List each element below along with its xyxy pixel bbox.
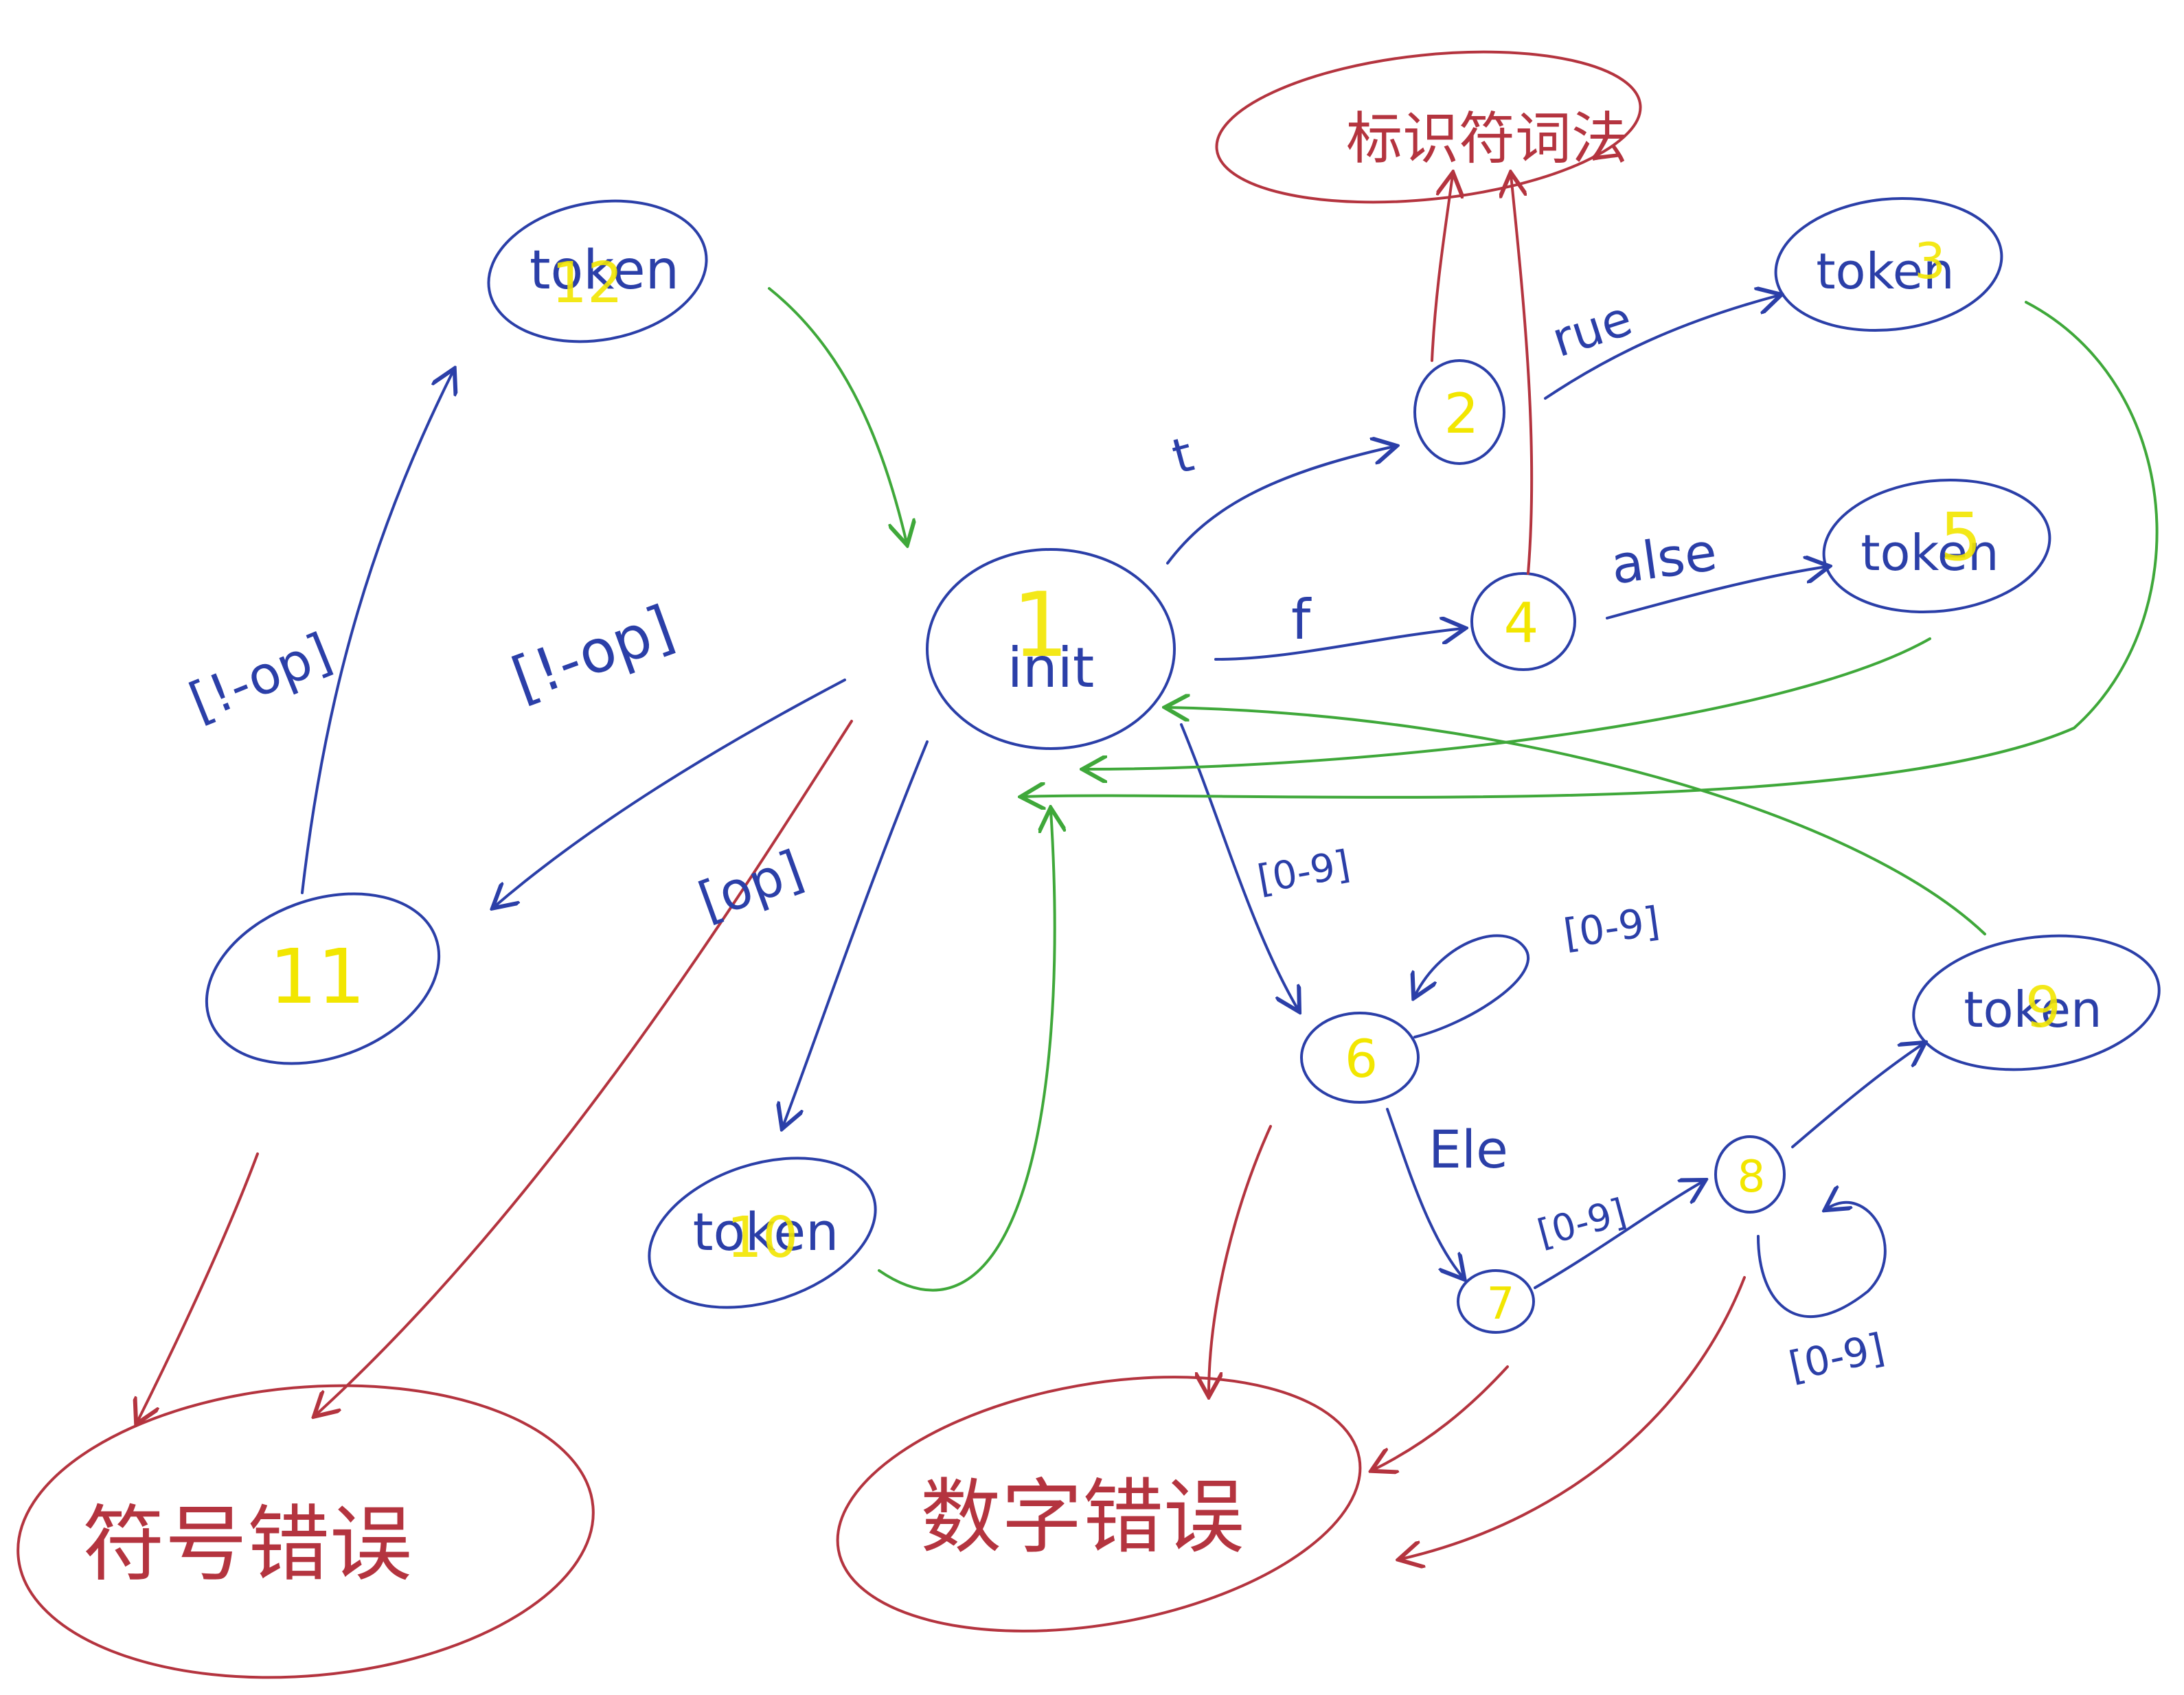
edge-init-op-token10 <box>783 740 929 1126</box>
edge-init-t-2 <box>1166 446 1394 565</box>
state-7: 7 <box>1457 1269 1535 1334</box>
edge-2-rue-token3 <box>1544 295 1779 400</box>
error-2-identifier <box>1431 175 1453 362</box>
state-6: 6 <box>1300 1012 1420 1104</box>
state-token-3: token 3 <box>1774 196 2003 332</box>
symbol-error-region: 符号错误 <box>16 1384 595 1679</box>
number-error-region: 数字错误 <box>836 1376 1362 1633</box>
state-4-number: 4 <box>1504 591 1539 655</box>
state-token-12: token 12 <box>487 199 708 343</box>
return-token12-init <box>768 287 907 543</box>
error-7-number <box>1374 1365 1509 1470</box>
edge-label-digit-loop-6: [0-9] <box>1560 898 1662 957</box>
error-4-identifier <box>1511 175 1534 575</box>
edge-label-digit-loop-8: [0-9] <box>1785 1324 1889 1390</box>
edge-label-op: [op] <box>691 839 811 932</box>
state-init-label: init <box>1008 636 1095 700</box>
edge-label-f: f <box>1291 588 1312 652</box>
state-token-10: token 10 <box>648 1157 877 1309</box>
state-11: 11 <box>205 892 441 1065</box>
state-4: 4 <box>1470 572 1576 671</box>
edge-6-loop-digit <box>1415 934 1530 1038</box>
edge-init-notop-11 <box>494 679 846 907</box>
state-6-number: 6 <box>1345 1028 1378 1089</box>
token-10-number: 10 <box>727 1205 798 1271</box>
token-5-label: token <box>1861 524 1999 582</box>
edge-8-loop-digit <box>1757 1203 1887 1319</box>
edge-6-dot-7 <box>1386 1108 1463 1277</box>
token-9-label: token <box>1964 981 2102 1038</box>
edge-label-dot: Ele <box>1429 1119 1508 1180</box>
state-token-5: token 5 <box>1822 478 2051 614</box>
edge-4-alse-token5 <box>1606 567 1827 619</box>
edge-init-digit-6 <box>1180 723 1298 1010</box>
token-3-label: token <box>1816 242 1954 300</box>
state-token-9: token 9 <box>1912 934 2161 1071</box>
return-token9-init <box>1168 707 1986 935</box>
return-token10-init <box>878 810 1055 1292</box>
token-10-label: token <box>693 1201 839 1262</box>
token-5-number: 5 <box>1940 499 1981 576</box>
state-8-number: 8 <box>1738 1152 1766 1203</box>
edge-label-alse: alse <box>1607 521 1720 596</box>
error-11-symbol <box>137 1152 259 1422</box>
edge-7-digit-8 <box>1534 1181 1703 1289</box>
edge-label-t: t <box>1166 426 1199 485</box>
state-7-number: 7 <box>1487 1279 1515 1330</box>
return-token5-init <box>1085 637 1931 769</box>
edge-label-digit-init-6: [0-9] <box>1254 842 1353 902</box>
state-11-number: 11 <box>269 933 365 1021</box>
edge-8-token9 <box>1791 1044 1923 1148</box>
identifier-error-label: 标识符词法 <box>1346 106 1628 172</box>
token-3-number: 3 <box>1914 232 1946 290</box>
token-12-label: token <box>530 240 679 302</box>
edge-init-f-4 <box>1214 628 1463 661</box>
edge-label-rue: rue <box>1545 290 1639 368</box>
return-token3-init <box>1023 301 2159 797</box>
symbol-error-label: 符号错误 <box>82 1497 412 1593</box>
state-2: 2 <box>1413 359 1505 465</box>
edge-label-not-op-loop: [!-op] <box>181 621 339 732</box>
error-8-number <box>1401 1276 1746 1559</box>
identifier-error-region: 标识符词法 <box>1215 50 1642 204</box>
number-error-label: 数字错误 <box>920 1470 1244 1565</box>
edge-label-not-op: [!-op] <box>503 593 683 714</box>
edge-11-notop-token12 <box>301 371 453 894</box>
state-init: init 1 <box>926 548 1176 750</box>
token-9-number: 9 <box>2025 975 2061 1040</box>
error-6-number <box>1209 1125 1272 1394</box>
token-12-number: 12 <box>551 251 623 316</box>
edge-label-digit-7-8: [0-9] <box>1533 1190 1630 1255</box>
state-8: 8 <box>1714 1135 1786 1214</box>
error-init-symbol <box>316 720 853 1415</box>
state-init-number: 1 <box>1012 573 1069 677</box>
state-2-number: 2 <box>1444 382 1479 446</box>
